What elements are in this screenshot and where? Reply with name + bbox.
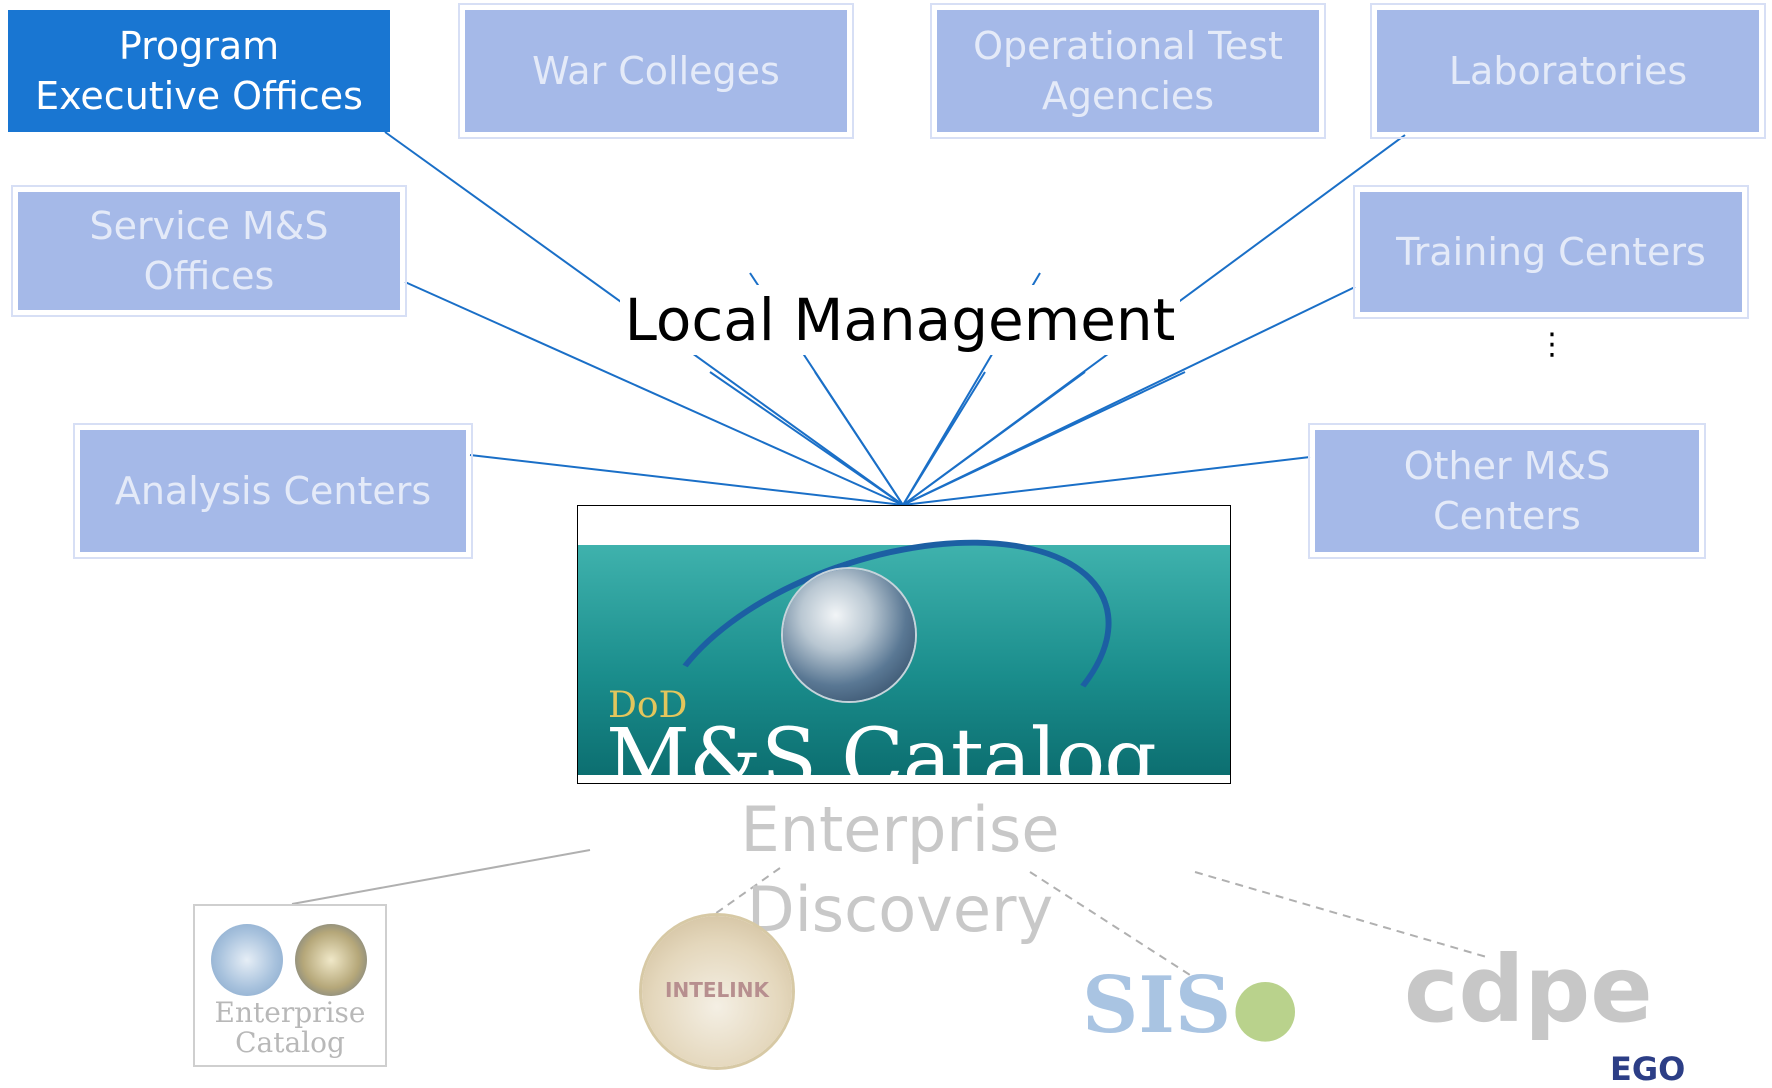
- catalog-title-text: M&S Catalog: [606, 712, 1157, 784]
- globe-icon: ●: [1231, 960, 1300, 1051]
- node-laboratories[interactable]: Laboratories: [1370, 3, 1766, 139]
- globe-icon: [783, 569, 915, 701]
- node-program-executive-offices[interactable]: Program Executive Offices: [8, 10, 390, 132]
- intelink-text: INTELINK: [665, 978, 769, 1002]
- discovery-connector-siso: [1029, 871, 1191, 976]
- more-items-ellipsis: ⋮: [1537, 327, 1567, 362]
- dni-seal-icon: [295, 924, 367, 996]
- catalog-banner: DoD M&S Catalog: [578, 506, 1230, 784]
- connector-line-mid3: [902, 371, 986, 506]
- cdpe-logo[interactable]: cdpe: [1404, 944, 1653, 1036]
- node-label: War Colleges: [532, 49, 780, 93]
- siso-text: SIS: [1082, 960, 1232, 1051]
- connector-line-analysis: [469, 454, 904, 506]
- hub-label-local-management: Local Management: [620, 285, 1180, 355]
- connector-line-mid5: [902, 371, 1186, 506]
- connector-line-service: [404, 281, 904, 506]
- intelink-logo[interactable]: INTELINK: [642, 916, 792, 1067]
- node-operational-test-agencies[interactable]: Operational Test Agencies: [930, 3, 1326, 139]
- corner-logo: EGO: [1610, 1050, 1685, 1088]
- ms-catalog-logo[interactable]: DoD M&S Catalog: [577, 505, 1231, 784]
- catalog-dod-text: DoD: [608, 685, 688, 726]
- enterprise-catalog-logo[interactable]: Enterprise Catalog: [193, 904, 387, 1067]
- node-war-colleges[interactable]: War Colleges: [458, 3, 854, 139]
- enterprise-catalog-text: Enterprise Catalog: [214, 996, 366, 1059]
- connector-line-other: [902, 456, 1311, 506]
- node-training-centers[interactable]: Training Centers: [1353, 185, 1749, 319]
- connector-line-mid1: [709, 371, 904, 506]
- node-analysis-centers[interactable]: Analysis Centers: [73, 423, 473, 559]
- connector-line-mid4: [902, 371, 1086, 506]
- connector-line-mid2: [814, 371, 904, 506]
- siso-logo[interactable]: SIS●: [1082, 966, 1299, 1046]
- corner-logo-text: EGO: [1610, 1050, 1686, 1088]
- discovery-connector-cdpe: [1194, 871, 1491, 959]
- catalog-footer-strip: [578, 775, 1230, 783]
- node-label: Other M&S Centers: [1403, 444, 1611, 538]
- discovery-connector-enterprise-catalog: [291, 849, 591, 905]
- node-label: Program Executive Offices: [35, 24, 363, 118]
- node-label: Operational Test Agencies: [973, 24, 1283, 118]
- node-label: Training Centers: [1396, 230, 1706, 274]
- node-other-ms-centers[interactable]: Other M&S Centers: [1308, 423, 1706, 559]
- node-label: Service M&S Offices: [89, 204, 329, 298]
- node-service-ms-offices[interactable]: Service M&S Offices: [11, 185, 407, 317]
- dod-seal-icon: [211, 924, 283, 996]
- cdpe-text: cdpe: [1404, 936, 1653, 1043]
- node-label: Laboratories: [1448, 49, 1688, 93]
- enterprise-discovery-label: Enterprise Discovery: [740, 793, 1060, 946]
- node-label: Analysis Centers: [114, 469, 432, 513]
